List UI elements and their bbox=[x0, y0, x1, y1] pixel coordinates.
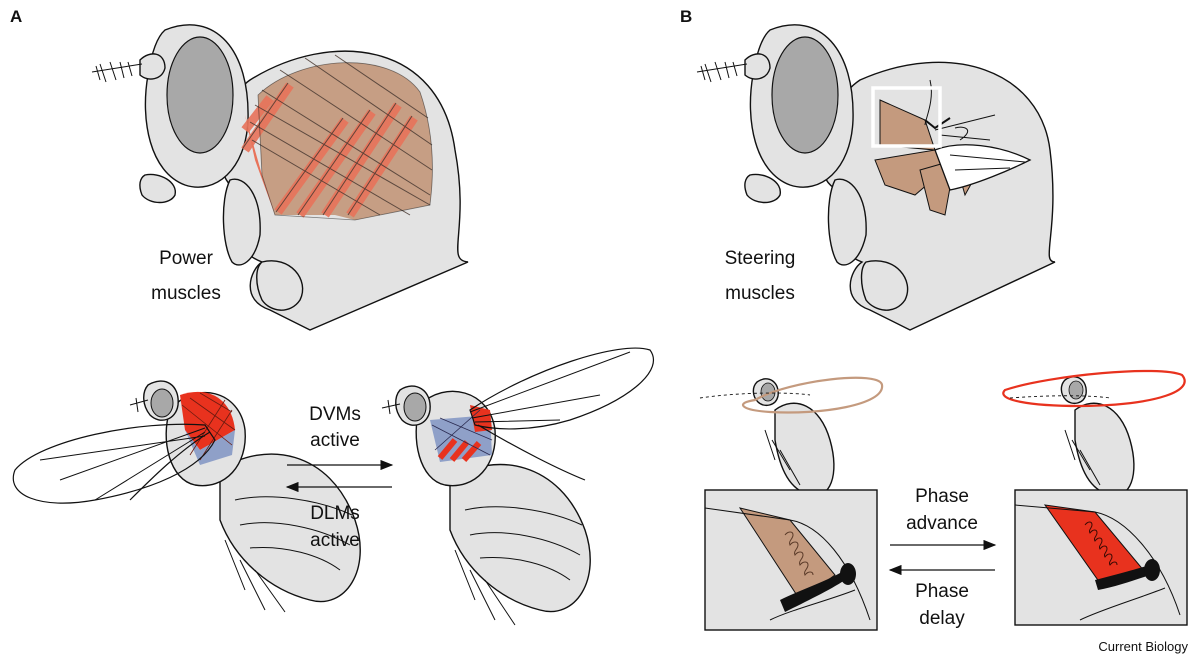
steering-muscles-label-line1: Steering bbox=[725, 248, 796, 269]
fly-red-stroke-illustration bbox=[1003, 371, 1184, 496]
eye-icon bbox=[167, 37, 233, 153]
power-muscles-illustration bbox=[92, 25, 468, 330]
credit-text: Current Biology bbox=[1098, 639, 1188, 654]
fly-tan-stroke-illustration bbox=[700, 378, 882, 496]
steering-muscle-relaxed-inset bbox=[705, 490, 877, 630]
panel-a-letter: A bbox=[10, 7, 22, 26]
dlm-label-line1: DLMs bbox=[310, 503, 360, 524]
power-muscles-label-line1: Power bbox=[159, 248, 214, 269]
phase-advance-label-line2: advance bbox=[906, 513, 978, 534]
panel-b-letter: B bbox=[680, 7, 692, 26]
phase-delay-label-line1: Phase bbox=[915, 581, 969, 602]
steering-muscles-label-line2: muscles bbox=[725, 283, 795, 304]
power-muscles-label-line2: muscles bbox=[151, 283, 221, 304]
dvm-label-line1: DVMs bbox=[309, 404, 361, 425]
dvm-label-line2: active bbox=[310, 430, 360, 451]
fly-wings-up-illustration bbox=[382, 348, 653, 625]
steering-muscle-contracted-inset bbox=[1015, 490, 1187, 625]
dlm-label-line2: active bbox=[310, 530, 360, 551]
phase-advance-label-line1: Phase bbox=[915, 486, 969, 507]
phase-delay-label-line2: delay bbox=[919, 608, 965, 629]
